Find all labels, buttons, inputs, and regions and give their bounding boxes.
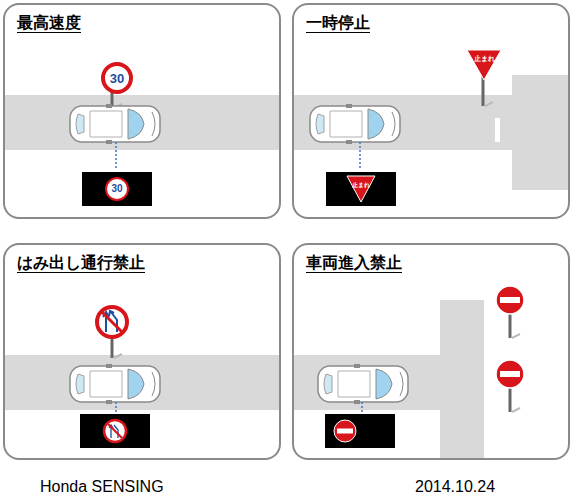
panel-box: 車両進入禁止 (292, 243, 570, 460)
panel-box: 一時停止止まれ止まれ (292, 3, 570, 219)
panel-box: はみ出し通行禁止 (3, 243, 281, 460)
speed-sign: 30 (101, 62, 133, 94)
panel-heading: 車両進入禁止 (306, 253, 402, 273)
panel-heading: 最高速度 (17, 13, 81, 33)
footer-title: Honda SENSING (40, 478, 164, 496)
sign-icon (326, 172, 396, 206)
panel-heading: はみ出し通行禁止 (17, 253, 145, 273)
sign-text: 止まれ (352, 181, 370, 190)
footer-date: 2014.10.24 (415, 478, 495, 496)
display-box: 30 (82, 172, 152, 206)
sign-text: 30 (110, 71, 124, 86)
panel-box: 最高速度 30 30 (3, 3, 281, 219)
sign-outline (466, 49, 502, 81)
stop-sign: 止まれ (466, 49, 502, 81)
sign-text: 止まれ (474, 54, 495, 64)
sign-text: 30 (105, 177, 129, 201)
panel-heading: 一時停止 (306, 13, 370, 33)
display-box: 止まれ (326, 172, 396, 206)
